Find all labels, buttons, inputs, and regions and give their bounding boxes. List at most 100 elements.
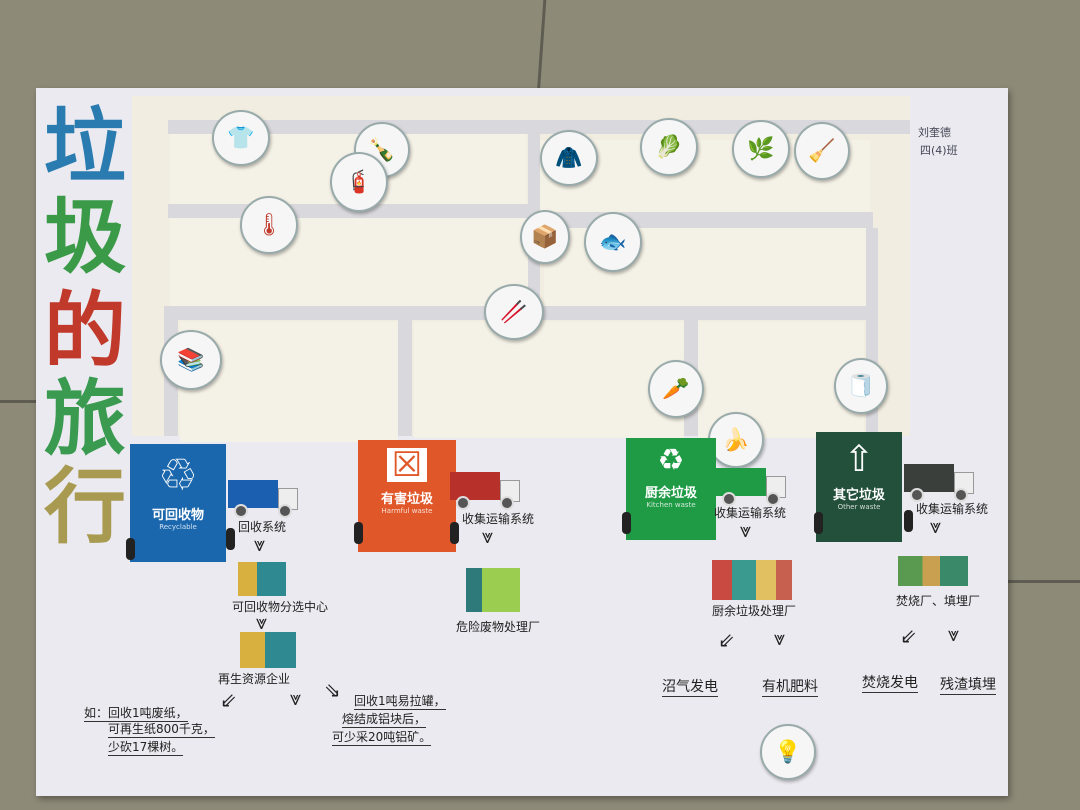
can-example-line: 熔结成铝块后，: [342, 712, 427, 728]
sorting-center-label: 可回收物分选中心: [232, 600, 329, 614]
kitchen-bin: ♻ 厨余垃圾 Kitchen waste: [626, 438, 716, 540]
paper-example-line: 可再生纸800千克，: [108, 722, 215, 738]
hazardous-plant-icon: [466, 568, 520, 612]
bin-label: 有害垃圾: [380, 492, 433, 507]
down-arrow-icon: ⩔: [482, 524, 494, 548]
bin-label: 可回收物: [151, 508, 204, 523]
maze-track: [168, 120, 910, 134]
bin-wheel: [126, 538, 135, 560]
maze-panel: [414, 322, 684, 438]
incineration-plant-icon: [898, 556, 968, 586]
vegetable-icon: 🥕: [662, 376, 690, 402]
harmful-transport-label: 收集运输系统: [462, 512, 535, 526]
paper-example-line: 如：回收1吨废纸，: [84, 706, 188, 722]
fishbone-disc[interactable]: 🐟: [584, 212, 642, 272]
down-arrow-icon: ⩔: [948, 622, 960, 646]
bin-wheel: [904, 510, 913, 532]
left-down-arrow-icon: ⇙: [900, 624, 917, 648]
kitchen-waste-icon: ♻: [657, 443, 685, 478]
recycling-enterprise-icon: [240, 632, 296, 668]
plant-disc[interactable]: 🌿: [732, 120, 790, 178]
right-down-arrow-icon: ⇘: [324, 678, 341, 702]
chopsticks-disc[interactable]: 🥢: [484, 284, 544, 340]
bin-label: 其它垃圾: [832, 488, 885, 503]
kitchen-transport-label: 收集运输系统: [714, 506, 787, 520]
biogas-power-label: 沼气发电: [662, 676, 718, 697]
shirt-icon: 👕: [227, 125, 255, 151]
paper-example-line: 少砍17棵树。: [108, 740, 184, 756]
fishbone-icon: 🐟: [599, 229, 627, 255]
author-class: 四(4)班: [920, 144, 958, 157]
bin-wheel: [354, 522, 363, 544]
other-waste-icon: ⇧: [843, 439, 875, 480]
floor-tile-joint: [536, 0, 547, 95]
spray-can-disc[interactable]: 🧯: [330, 152, 388, 212]
down-arrow-icon: ⩔: [740, 518, 752, 542]
other-transport-label: 收集运输系统: [916, 502, 989, 516]
title-char: 的: [44, 283, 127, 379]
paper-stack-disc[interactable]: 📚: [160, 330, 222, 390]
spray-can-icon: 🧯: [345, 169, 373, 195]
other-bin: ⇧ 其它垃圾 Other waste: [816, 432, 902, 542]
incineration-power-label: 焚烧发电: [862, 672, 918, 693]
hazardous-plant-label: 危险废物处理厂: [456, 620, 541, 634]
thermometer-icon: 🌡: [255, 212, 283, 238]
bin-label-en: Other waste: [837, 503, 881, 511]
bulb-icon: 💡: [774, 739, 802, 765]
down-arrow-icon: ⩔: [774, 626, 786, 650]
toilet-paper-disc[interactable]: 🧻: [834, 358, 888, 414]
left-down-arrow-icon: ⇙: [220, 688, 237, 712]
bin-label-en: Harmful waste: [381, 507, 433, 515]
down-arrow-icon: ⩔: [256, 610, 268, 634]
sorting-center-icon: [238, 562, 286, 596]
bin-wheel: [450, 522, 459, 544]
left-down-arrow-icon: ⇙: [718, 628, 735, 652]
vegetable-disc[interactable]: 🥕: [648, 360, 704, 418]
down-arrow-icon: ⩔: [290, 686, 302, 710]
broom-disc[interactable]: 🧹: [794, 122, 850, 180]
peel-disc[interactable]: 🍌: [708, 412, 764, 468]
plant-icon: 🌿: [747, 136, 775, 162]
organic-fertilizer-label: 有机肥料: [762, 676, 818, 697]
bulb-disc[interactable]: 💡: [760, 724, 816, 780]
floor-tile-joint: [0, 400, 36, 403]
floor-tile-joint: [1008, 580, 1080, 583]
title-char: 行: [44, 459, 127, 555]
leaf-icon: 🥬: [655, 134, 683, 160]
dustpan-icon: 🧹: [808, 138, 836, 164]
maze-track: [398, 320, 412, 436]
jacket-icon: 🧥: [555, 145, 583, 171]
down-arrow-icon: ⩔: [930, 514, 942, 538]
recycle-icon: ♲: [158, 450, 198, 501]
thermometer-disc[interactable]: 🌡: [240, 196, 298, 254]
recycling-enterprise-label: 再生资源企业: [218, 672, 291, 686]
harmful-icon: ☒: [387, 448, 427, 482]
maze-panel: [170, 218, 528, 306]
box-disc[interactable]: 📦: [520, 210, 570, 264]
down-arrow-icon: ⩔: [254, 532, 266, 556]
bin-label: 厨余垃圾: [644, 486, 697, 501]
kitchen-plant-icon: [712, 560, 792, 600]
incineration-plant-label: 焚烧厂、填埋厂: [896, 594, 981, 608]
title-char: 圾: [44, 189, 127, 285]
harmful-bin: ☒ 有害垃圾 Harmful waste: [358, 440, 456, 552]
kitchen-plant-label: 厨余垃圾处理厂: [712, 604, 797, 618]
bin-wheel: [622, 512, 631, 534]
peel-icon: 🍌: [722, 427, 750, 453]
can-example-line: 可少采20吨铝矿。: [332, 730, 432, 746]
residue-landfill-label: 残渣填埋: [940, 674, 996, 695]
recyclable-transport-label: 回收系统: [238, 520, 287, 534]
bin-label-en: Kitchen waste: [646, 501, 696, 509]
paper-stack-icon: 📚: [177, 347, 205, 373]
leaf-disc[interactable]: 🥬: [640, 118, 698, 176]
can-example-line: 回收1吨易拉罐，: [354, 694, 446, 710]
author-name: 刘奎德: [918, 126, 951, 139]
bin-label-en: Recyclable: [159, 523, 197, 531]
chopsticks-icon: 🥢: [500, 299, 528, 325]
title-char: 旅: [44, 371, 127, 467]
bin-wheel: [226, 528, 235, 550]
jacket-disc[interactable]: 🧥: [540, 130, 598, 186]
bin-wheel: [814, 512, 823, 534]
clothes-disc[interactable]: 👕: [212, 110, 270, 166]
title-char: 垃: [44, 99, 127, 195]
